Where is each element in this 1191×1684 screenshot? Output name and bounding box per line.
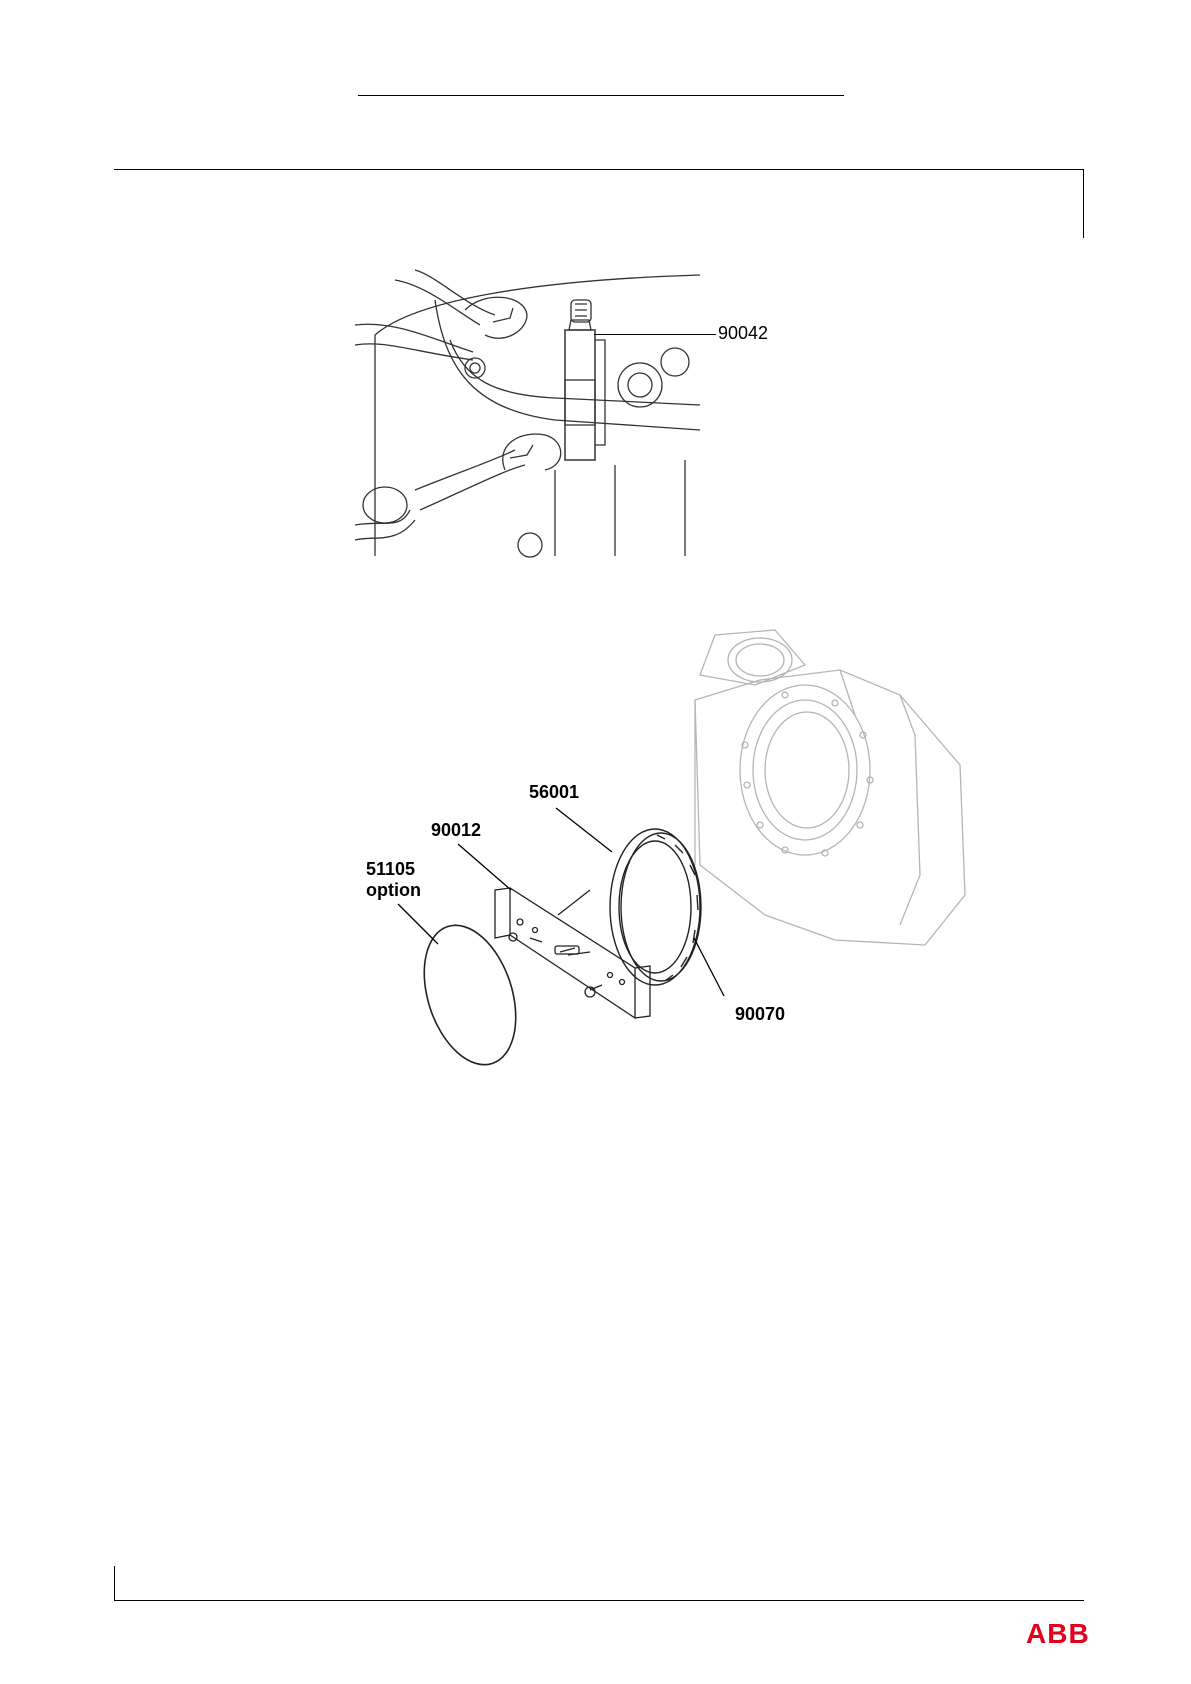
- callout-90012: 90012: [431, 820, 481, 840]
- abb-logo-text: ABB: [1026, 1618, 1090, 1649]
- callout-90070: 90070: [735, 1004, 785, 1024]
- callout-56001: 56001: [529, 782, 579, 802]
- callout-51105-note: option: [366, 880, 421, 900]
- abb-logo: ABB: [1026, 1620, 1090, 1648]
- callout-51105: 51105: [366, 859, 415, 879]
- footer-rule: [114, 1600, 1084, 1601]
- footer-frame-left: [114, 1566, 115, 1600]
